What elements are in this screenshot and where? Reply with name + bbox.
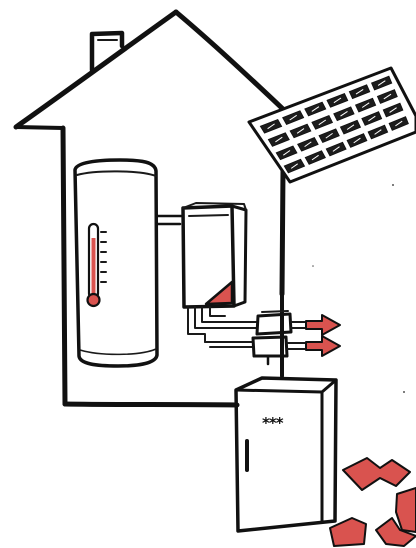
recycle-arrows-icon [330, 458, 416, 546]
solar-panel-icon [249, 68, 416, 182]
fridge-badge-label: *** [262, 414, 284, 432]
heat-outlet-arrow-icon [306, 336, 340, 356]
boiler-unit-icon [183, 203, 256, 347]
connection-pipe [157, 216, 181, 224]
refrigerator-icon: *** [236, 378, 336, 531]
valve-lower [253, 337, 306, 364]
sketch-dots [312, 184, 405, 393]
thermometer-icon [88, 224, 107, 306]
heat-outlet-arrow-icon [306, 315, 340, 335]
hot-water-cylinder-icon [75, 160, 157, 366]
